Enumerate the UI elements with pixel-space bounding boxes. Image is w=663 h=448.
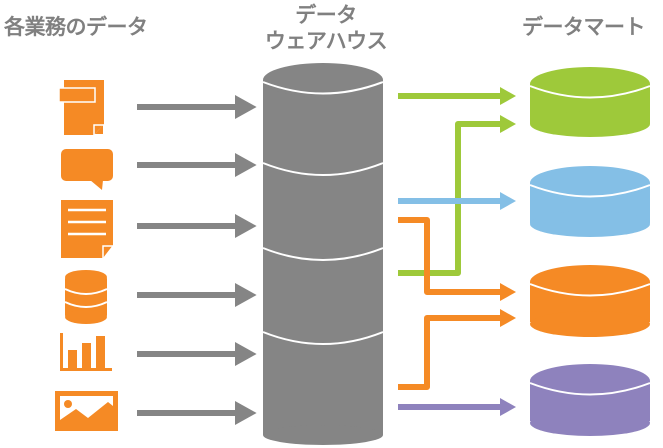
warehouse-label: データ ウェアハウス bbox=[246, 2, 406, 54]
warehouse-separator-3 bbox=[262, 247, 384, 261]
mart-blue bbox=[529, 166, 651, 237]
warehouse-separator-2 bbox=[262, 162, 384, 176]
image-icon bbox=[55, 391, 118, 431]
flow-orange-1 bbox=[398, 217, 503, 295]
flow-orange-2 bbox=[398, 315, 503, 390]
warehouse-separator-1 bbox=[262, 81, 384, 95]
warehouse-separator-4 bbox=[262, 331, 384, 345]
warehouse-label-line2: ウェアハウス bbox=[264, 29, 388, 53]
document-icon bbox=[58, 80, 104, 135]
text-document-icon bbox=[61, 200, 113, 258]
marts-label: データマート bbox=[522, 15, 646, 39]
mart-flows bbox=[398, 87, 516, 416]
mart-purple bbox=[529, 364, 651, 436]
sources-label: 各業務のデータ bbox=[4, 15, 148, 39]
database-icon bbox=[64, 270, 108, 324]
warehouse-label-line1: データ bbox=[295, 3, 357, 27]
bar-chart-icon bbox=[60, 333, 112, 371]
data-warehouse-cylinder bbox=[262, 63, 384, 445]
mart-green bbox=[529, 67, 651, 137]
source-arrows bbox=[137, 95, 257, 425]
speech-bubble-icon bbox=[61, 149, 113, 190]
mart-orange bbox=[529, 265, 651, 337]
